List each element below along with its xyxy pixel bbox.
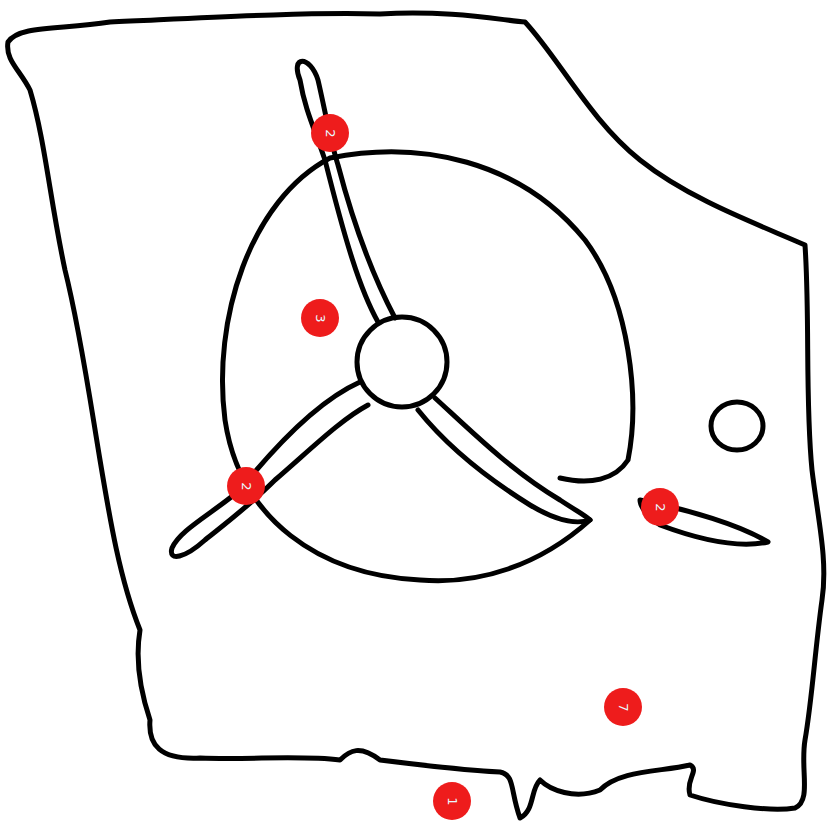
spoke-right bbox=[418, 398, 590, 522]
hub bbox=[357, 317, 447, 407]
outer-outline bbox=[8, 13, 824, 818]
small-hole bbox=[711, 402, 763, 450]
callout-number: 2 bbox=[324, 129, 337, 137]
callout-number: 3 bbox=[314, 314, 327, 322]
callout-number: 2 bbox=[240, 482, 253, 490]
callout-number: 7 bbox=[617, 703, 630, 711]
spoke-top bbox=[297, 61, 395, 322]
spoke-left bbox=[171, 382, 368, 556]
callout-marker: 3 bbox=[301, 299, 339, 337]
callout-marker: 2 bbox=[227, 467, 265, 505]
callout-number: 2 bbox=[654, 503, 667, 511]
callout-number: 1 bbox=[446, 797, 459, 805]
callout-marker: 2 bbox=[641, 488, 679, 526]
wheel-ring bbox=[222, 152, 632, 581]
callout-marker: 7 bbox=[604, 688, 642, 726]
callout-marker: 2 bbox=[311, 114, 349, 152]
callout-marker: 1 bbox=[433, 782, 471, 820]
